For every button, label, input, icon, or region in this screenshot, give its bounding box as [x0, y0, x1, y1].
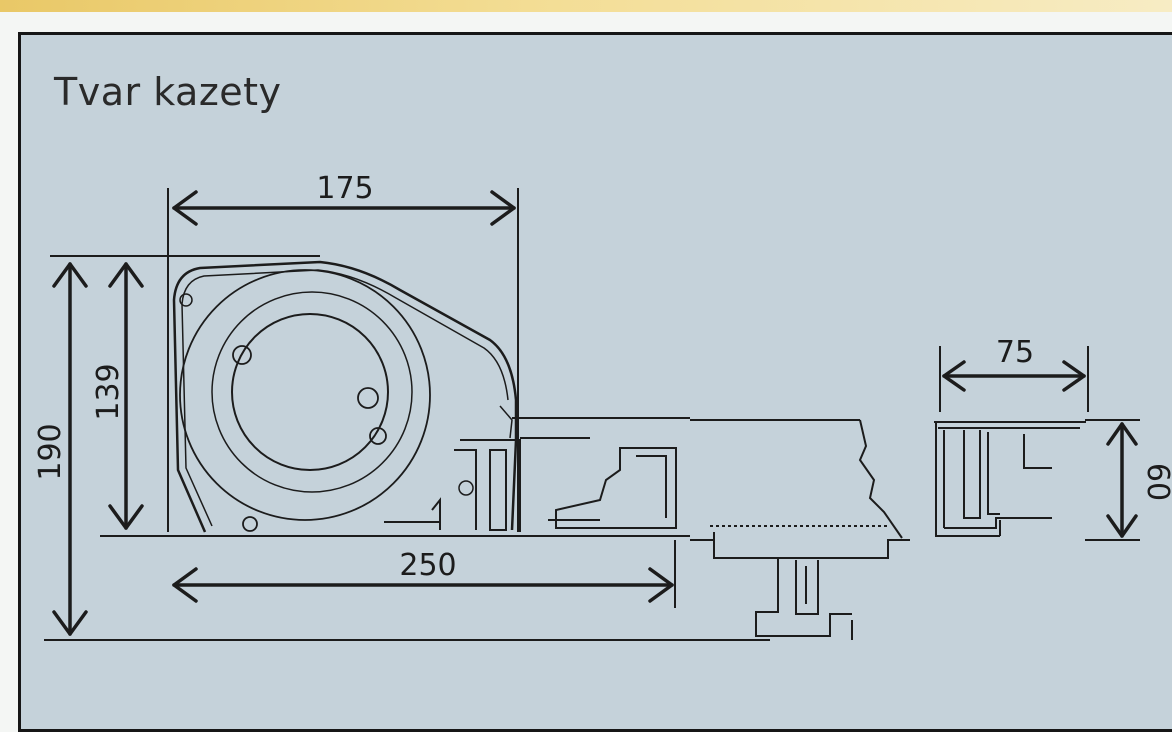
front-profile	[384, 417, 690, 532]
dimension-arrow-250	[172, 567, 674, 603]
rail-profile	[755, 558, 853, 640]
cassette-housing	[172, 260, 518, 533]
dimension-arrow-75	[942, 360, 1086, 392]
dimension-label-139: 139	[91, 363, 126, 420]
side-profile	[934, 421, 1086, 537]
header-accent-band	[0, 0, 1172, 12]
dimension-label-250: 250	[399, 548, 456, 583]
ceiling-section	[690, 419, 910, 559]
dimension-label-75: 75	[996, 335, 1034, 370]
dimension-label-175: 175	[316, 171, 373, 206]
dimension-arrow-139	[108, 262, 144, 530]
dimension-label-190: 190	[33, 423, 68, 480]
dimension-label-60: 60	[1140, 463, 1172, 501]
dimension-arrow-175	[172, 190, 516, 226]
dimension-arrow-60	[1106, 422, 1138, 538]
reference-lines	[44, 188, 1140, 641]
diagram-title: Tvar kazety	[54, 70, 282, 114]
dimension-arrow-190	[52, 262, 88, 636]
